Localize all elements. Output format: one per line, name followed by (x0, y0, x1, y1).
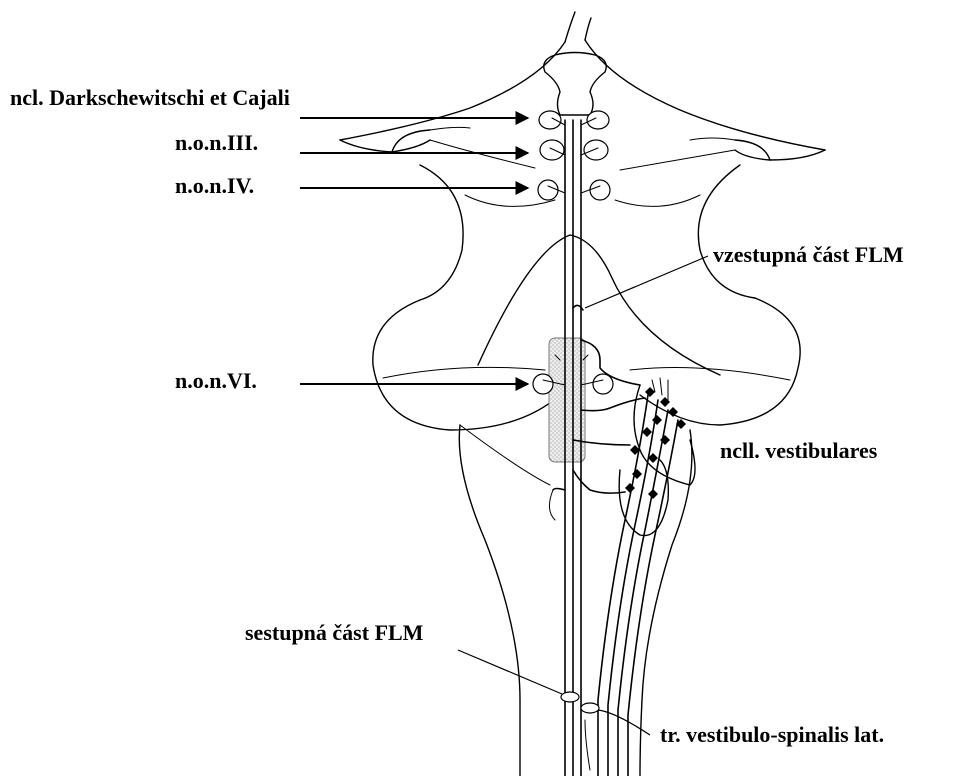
label-darkschewitsch: ncl. Darkschewitschi et Cajali (10, 85, 290, 110)
label-vestibulares: ncll. vestibulares (720, 438, 878, 463)
pointer-sestupna (458, 650, 562, 694)
upper-nuclei (538, 53, 610, 201)
pointer-vzestupna (585, 256, 708, 308)
label-non-iii: n.o.n.III. (175, 130, 258, 155)
annotations: ncl. Darkschewitschi et Cajali n.o.n.III… (10, 85, 904, 747)
label-sestupna: sestupná část FLM (245, 620, 424, 645)
flm-descending-section (561, 692, 579, 702)
label-vzestupna: vzestupná část FLM (713, 242, 904, 267)
label-vestibulospinalis: tr. vestibulo-spinalis lat. (660, 722, 884, 747)
label-non-iv: n.o.n.IV. (175, 173, 254, 198)
abducens-region (549, 338, 585, 462)
pointer-vestibulospinalis (598, 710, 650, 735)
vestibulospinal-section (581, 703, 599, 713)
label-non-vi: n.o.n.VI. (175, 368, 257, 393)
